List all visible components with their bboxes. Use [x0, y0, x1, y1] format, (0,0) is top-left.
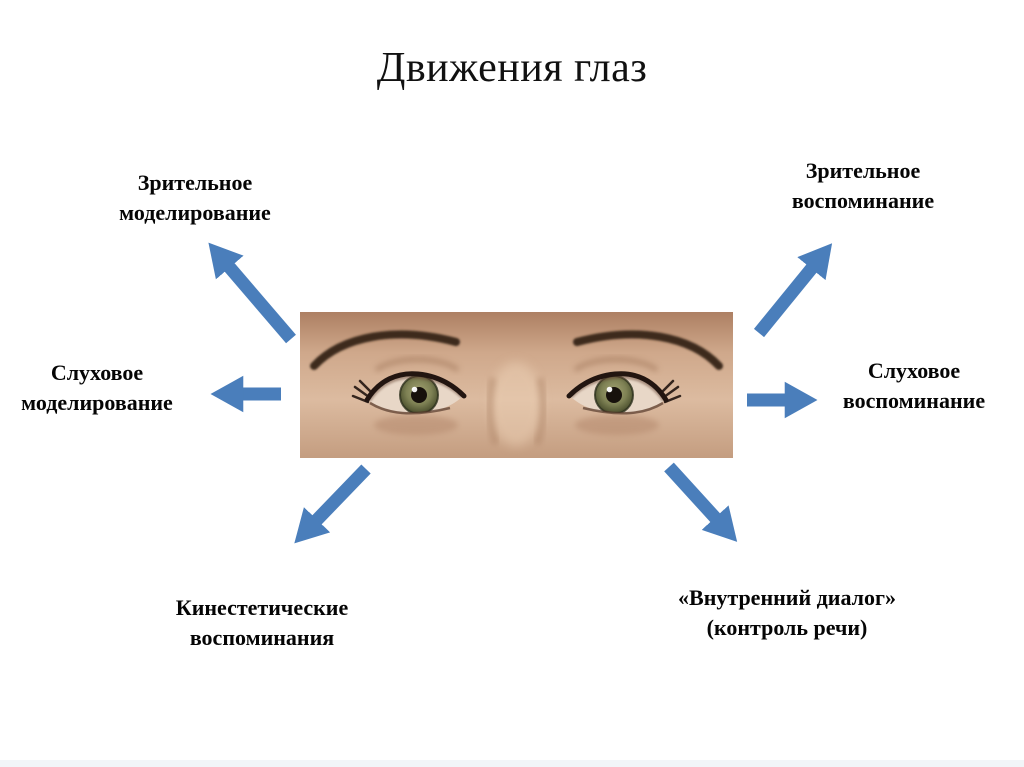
arrow-down-left	[294, 464, 371, 544]
label-auditory-construction: Слуховое моделирование	[21, 360, 173, 416]
page-title: Движения глаз	[376, 45, 648, 91]
eyes-photo	[300, 312, 733, 458]
label-kinesthetic-memories: Кинестетические воспоминания	[175, 595, 349, 651]
label-visual-construction: Зрительное моделирование	[119, 170, 271, 226]
label-visual-recall: Зрительное воспоминание	[791, 158, 935, 214]
label-auditory-recall: Слуховое воспоминание	[842, 358, 986, 414]
right-eyebrow	[573, 330, 723, 370]
arrow-up-left	[208, 242, 296, 344]
arrow-up-right	[753, 243, 833, 338]
left-eyebrow	[310, 330, 460, 370]
footer-bar	[0, 760, 1024, 767]
arrow-down-right	[664, 462, 738, 542]
label-internal-dialogue: «Внутренний диалог» (контроль речи)	[678, 585, 896, 641]
